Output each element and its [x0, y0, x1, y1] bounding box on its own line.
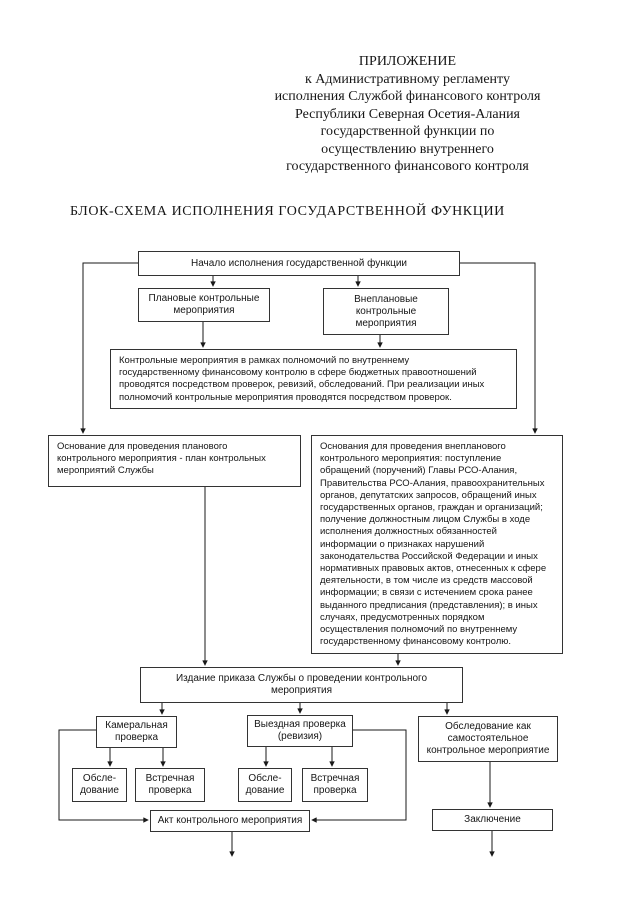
node-scope-note: Контрольные мероприятия в рамках полномо…	[110, 349, 517, 409]
node-start: Начало исполнения государственной функци…	[138, 251, 460, 276]
node-conclusion: Заключение	[432, 809, 553, 831]
node-unplanned-measures: Внеплановые контрольные мероприятия	[323, 288, 449, 335]
header-line: к Административному регламенту	[305, 71, 510, 87]
page-title: БЛОК-СХЕМА ИСПОЛНЕНИЯ ГОСУДАРСТВЕННОЙ ФУ…	[70, 204, 505, 219]
header-line: Республики Северная Осетия-Алания	[295, 106, 520, 122]
node-desk-audit: Камеральная проверка	[96, 716, 177, 748]
node-survey-under-field: Обсле- дование	[238, 768, 292, 802]
header-line: осуществлению внутреннего	[321, 141, 494, 157]
header-line: исполнения Службой финансового контроля	[274, 89, 541, 104]
node-field-audit: Выездная проверка (ревизия)	[247, 715, 353, 747]
node-counter-check-under-desk: Встречная проверка	[135, 768, 205, 802]
node-control-act: Акт контрольного мероприятия	[150, 810, 310, 832]
node-unplanned-basis: Основания для проведения внепланового ко…	[311, 435, 563, 654]
node-survey-under-desk: Обсле- дование	[72, 768, 127, 802]
node-planned-basis: Основание для проведения планового контр…	[48, 435, 301, 487]
node-counter-check-under-field: Встречная проверка	[302, 768, 368, 802]
node-order-issuance: Издание приказа Службы о проведении конт…	[140, 667, 463, 703]
node-standalone-survey: Обследование как самостоятельное контрол…	[418, 716, 558, 762]
appendix-header: ПРИЛОЖЕНИЕ к Административному регламент…	[225, 53, 590, 176]
node-planned-measures: Плановые контрольные мероприятия	[138, 288, 270, 322]
header-line: государственного финансового контроля	[286, 159, 529, 174]
header-line: ПРИЛОЖЕНИЕ	[358, 54, 457, 69]
header-line: государственной функции по	[320, 124, 495, 139]
